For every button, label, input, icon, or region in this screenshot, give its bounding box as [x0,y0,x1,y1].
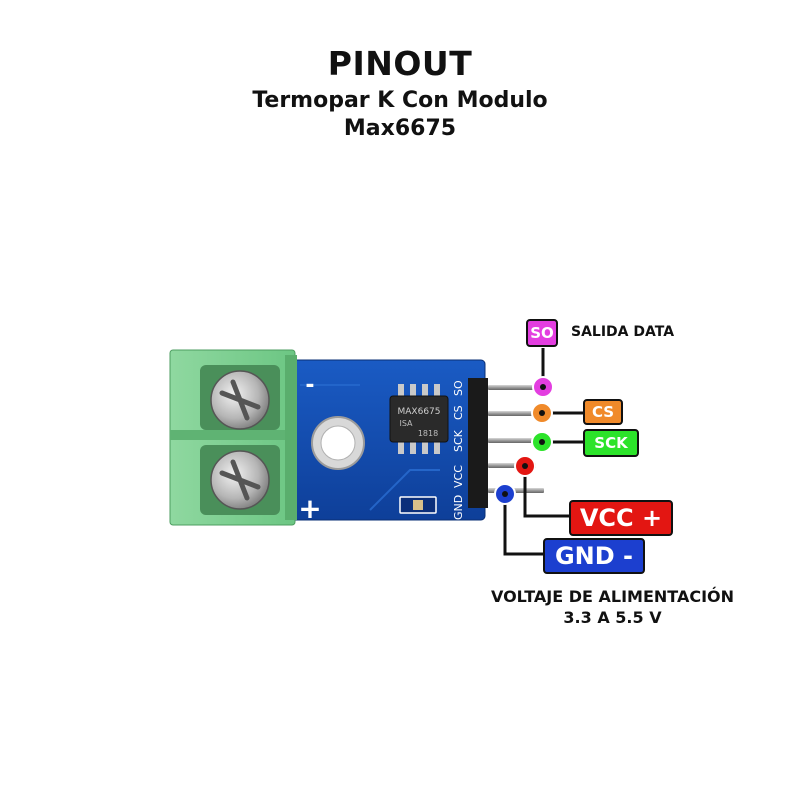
terminal-plus-mark: + [298,492,321,525]
gnd-pin-label: GND - [543,538,645,574]
vcc-pin-label: VCC + [569,500,673,536]
so-pin-description: SALIDA DATA [571,324,675,340]
terminal-block [169,349,297,526]
sck-pin-label: SCK [583,429,639,457]
cs-pin-label: CS [583,399,623,425]
max6675-chip: MAX6675 ISA 1818 [389,384,449,454]
mounting-hole [311,416,365,470]
smd-component [399,496,437,514]
silk-cs: CS [452,405,465,420]
so-pin-label: SO [526,319,558,347]
power-note-line-1: VOLTAJE DE ALIMENTACIÓN [490,587,735,606]
silk-so: SO [452,380,465,396]
leader-lines [503,348,584,556]
screw-top-icon [210,370,270,430]
power-supply-note: VOLTAJE DE ALIMENTACIÓN 3.3 A 5.5 V [470,586,755,628]
power-note-line-2: 3.3 A 5.5 V [563,608,662,627]
silkscreen-labels: SO CS SCK VCC GND [452,380,465,520]
chip-text-2: ISA [399,419,413,428]
terminal-minus-mark: - [305,373,314,398]
pin-dots [494,376,554,505]
page-title: PINOUT [327,44,473,83]
silk-gnd: GND [452,495,465,520]
chip-text-3: 1818 [418,429,438,438]
chip-text-1: MAX6675 [398,407,441,417]
screw-bottom-icon [210,450,270,510]
silk-vcc: VCC [452,465,465,488]
subtitle-line-2: Max6675 [343,116,457,141]
silk-sck: SCK [452,429,465,452]
subtitle-line-1: Termopar K Con Modulo [252,88,548,113]
